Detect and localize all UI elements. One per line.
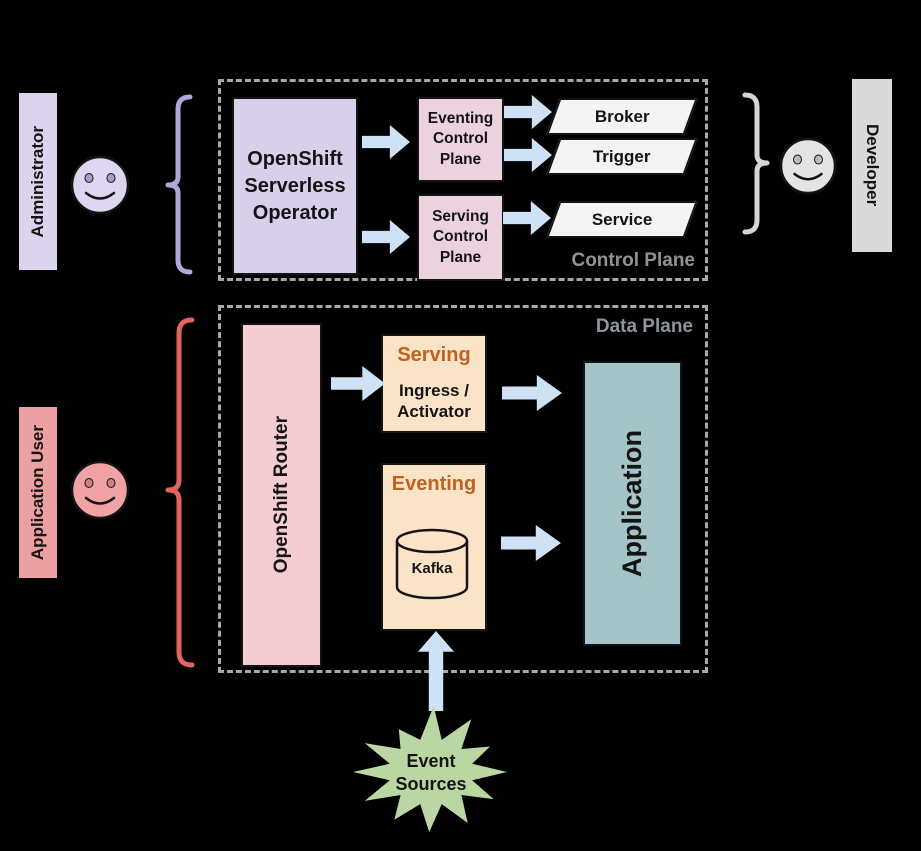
serving-box: Serving Ingress / Activator <box>381 334 487 433</box>
openshift-serverless-operator-box: OpenShift Serverless Operator <box>232 97 358 275</box>
administrator-smiley-icon <box>70 155 130 215</box>
administrator-brace <box>165 94 193 275</box>
control-plane-label: Control Plane <box>571 250 695 271</box>
developer-label-box: Developer <box>852 79 892 252</box>
openshift-router-box: OpenShift Router <box>241 323 322 667</box>
developer-brace <box>742 92 770 235</box>
ingress-activator-label: Ingress / Activator <box>397 381 471 422</box>
event-sources-star-icon <box>353 706 508 833</box>
data-plane-boundary: Data Plane <box>218 305 708 673</box>
service-label: Service <box>591 209 653 229</box>
trigger-resource: Trigger <box>546 138 698 175</box>
application-label: Application <box>617 430 647 577</box>
administrator-label-box: Administrator <box>19 93 57 270</box>
broker-resource: Broker <box>546 98 698 135</box>
serving-control-plane-box: Serving Control Plane <box>417 194 504 281</box>
application-user-label: Application User <box>28 424 47 561</box>
event-sources-label: Event Sources <box>395 751 467 795</box>
application-user-smiley-icon <box>70 460 130 520</box>
developer-smiley-icon <box>779 137 837 195</box>
developer-label: Developer <box>863 124 882 207</box>
application-user-brace <box>165 317 195 668</box>
data-plane-label: Data Plane <box>595 316 693 337</box>
serving-control-plane-label: Serving Control Plane <box>432 208 489 266</box>
broker-label: Broker <box>594 106 650 126</box>
kafka-label: Kafka <box>411 560 453 577</box>
operator-label: OpenShift Serverless Operator <box>244 147 346 224</box>
service-resource: Service <box>546 201 698 238</box>
openshift-router-label: OpenShift Router <box>270 416 292 574</box>
application-box: Application <box>583 361 682 646</box>
application-user-label-box: Application User <box>19 407 57 578</box>
eventing-control-plane-box: Eventing Control Plane <box>417 97 504 182</box>
serving-title: Serving <box>397 344 471 366</box>
eventing-control-plane-label: Eventing Control Plane <box>427 110 494 168</box>
trigger-label: Trigger <box>593 146 651 166</box>
administrator-label: Administrator <box>28 125 47 238</box>
kafka-database-icon <box>395 528 469 600</box>
eventing-title: Eventing <box>391 473 477 495</box>
